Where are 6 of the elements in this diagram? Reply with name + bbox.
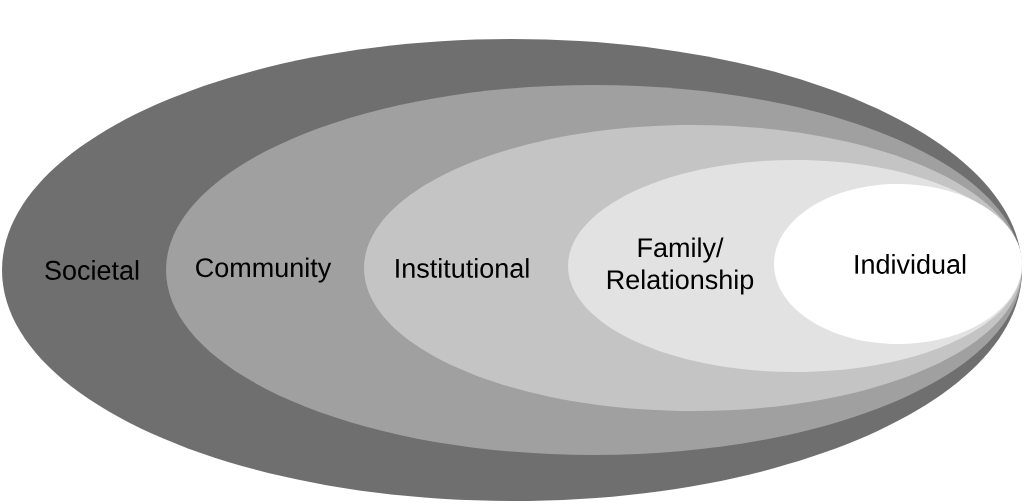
level-label: Individual <box>855 254 966 274</box>
level-label: Institutional <box>396 258 529 278</box>
level-ellipse <box>774 184 1022 344</box>
level-label: Family/ Relationship <box>607 237 754 295</box>
level-label: Societal <box>45 260 139 280</box>
level-label: Community <box>196 257 332 283</box>
